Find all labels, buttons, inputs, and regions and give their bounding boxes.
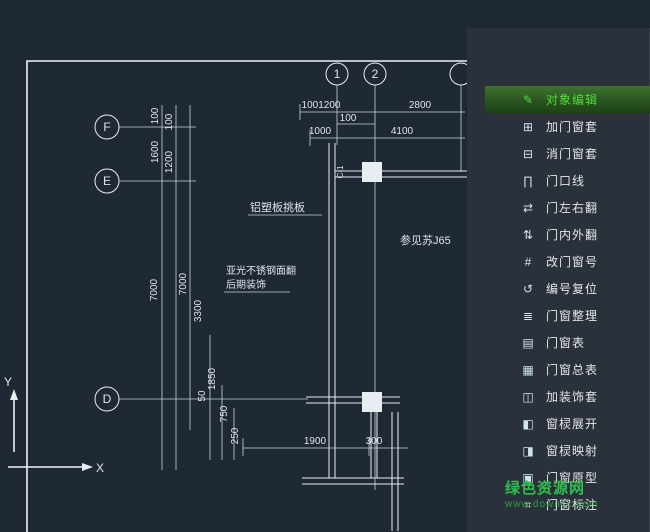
panel-item-label: 改门窗号: [546, 255, 599, 269]
dim-text: 1000: [309, 126, 332, 137]
dim-text: 2800: [409, 100, 432, 111]
dimension-texts: 1001200 2800 100 1000 4100 100 1600 100 …: [149, 100, 432, 447]
dim-text: 1001200: [302, 100, 341, 111]
ucs-x-label: X: [96, 461, 104, 475]
panel-item-table[interactable]: ▤ 门窗表: [467, 329, 650, 356]
panel-item-change-number[interactable]: # 改门窗号: [467, 248, 650, 275]
panel-item-remove-casing[interactable]: ⊟ 消门窗套: [467, 140, 650, 167]
panel-item-label: 门窗表: [546, 336, 586, 350]
axis-label-f: F: [103, 120, 110, 134]
panel-item-label: 加装饰套: [546, 390, 599, 404]
dimension-lines: [161, 104, 465, 470]
panel-item-tidy[interactable]: ≣ 门窗整理: [467, 302, 650, 329]
label-reference: 参见苏J65: [400, 233, 451, 247]
door-line-icon: ∏: [523, 173, 533, 188]
dim-text: 50: [197, 390, 208, 402]
flip-left-right-icon: ⇄: [522, 200, 534, 215]
panel-item-label: 消门窗套: [546, 147, 599, 161]
panel-item-label: 门内外翻: [546, 228, 599, 242]
panel-item-label: 窗棂展开: [546, 417, 599, 431]
ucs-y-label: Y: [4, 375, 12, 389]
axis-label-d: D: [103, 392, 112, 406]
wall-geometry: [302, 143, 467, 531]
reset-number-icon: ↺: [522, 281, 534, 296]
dim-text: 250: [230, 427, 241, 444]
panel-item-prototype[interactable]: ▣ 门窗原型: [467, 464, 650, 491]
dim-text: 3300: [193, 299, 204, 322]
dim-text: 1200: [164, 150, 175, 173]
door-window-tool-panel: ✎ 对象编辑 ⊞ 加门窗套 ⊟ 消门窗套 ∏ 门口线 ⇄ 门左右翻 ⇅ 门内外翻: [467, 28, 650, 532]
door-window-prototype-icon: ▣: [522, 470, 534, 485]
door-window-table-icon: ▤: [522, 335, 534, 350]
panel-item-flip-left-right[interactable]: ⇄ 门左右翻: [467, 194, 650, 221]
panel-item-label: 门口线: [546, 174, 586, 188]
panel-item-door-line[interactable]: ∏ 门口线: [467, 167, 650, 194]
panel-item-label: 门左右翻: [546, 201, 599, 215]
dim-text: 4100: [391, 126, 414, 137]
tidy-door-window-icon: ≣: [522, 308, 534, 323]
panel-item-label: 对象编辑: [546, 93, 599, 107]
panel-item-label: 门窗原型: [546, 471, 599, 485]
mullion-map-icon: ◨: [522, 443, 534, 458]
panel-item-label: 编号复位: [546, 282, 599, 296]
dim-text: 100: [340, 113, 357, 124]
panel-item-mullion-expand[interactable]: ◧ 窗棂展开: [467, 410, 650, 437]
axis-label-1: 1: [334, 67, 341, 81]
add-door-window-casing-icon: ⊞: [522, 119, 534, 134]
change-door-window-number-icon: #: [524, 254, 532, 269]
dim-text: 1850: [207, 367, 218, 390]
dim-text: 300: [366, 436, 383, 447]
watermark: 绿色资源网 www.downcc.com: [505, 480, 598, 511]
panel-item-mullion-map[interactable]: ◨ 窗棂映射: [467, 437, 650, 464]
watermark-site-url: www.downcc.com: [505, 498, 599, 510]
dim-text: 100: [150, 107, 161, 124]
panel-item-annotation[interactable]: ⌗ 门窗标注: [467, 491, 650, 518]
dim-text: 750: [219, 405, 230, 422]
panel-item-flip-in-out[interactable]: ⇅ 门内外翻: [467, 221, 650, 248]
door-window-total-table-icon: ▦: [522, 362, 534, 377]
label-finish-1: 亚光不锈钢面翻: [226, 264, 296, 277]
edit-object-icon: ✎: [522, 92, 534, 107]
panel-item-object-edit[interactable]: ✎ 对象编辑: [485, 86, 650, 113]
watermark-site-name: 绿色资源网: [505, 480, 586, 497]
dim-text: 1900: [304, 436, 327, 447]
annotation-labels: 铝塑板挑板 参见苏J65 亚光不锈钢面翻 后期装饰 C-1: [224, 165, 451, 293]
label-alum-panel: 铝塑板挑板: [250, 200, 305, 214]
grid-lines: [336, 85, 462, 490]
dim-text: 7000: [178, 272, 189, 295]
panel-item-label: 窗棂映射: [546, 444, 599, 458]
panel-item-reset-number[interactable]: ↺ 编号复位: [467, 275, 650, 302]
panel-item-add-casing[interactable]: ⊞ 加门窗套: [467, 113, 650, 140]
panel-item-label: 加门窗套: [546, 120, 599, 134]
label-finish-2: 后期装饰: [226, 278, 266, 291]
ucs-icon: Y X: [4, 375, 104, 475]
panel-item-label: 门窗总表: [546, 363, 599, 377]
sheet-border: [26, 60, 650, 532]
axis-bubbles: F E D 1 2: [94, 62, 473, 412]
dim-text: 7000: [149, 278, 160, 301]
add-decor-casing-icon: ◫: [522, 389, 534, 404]
label-wall-tag: C-1: [336, 165, 345, 178]
axis-label-e: E: [103, 174, 111, 188]
tool-menu: ✎ 对象编辑 ⊞ 加门窗套 ⊟ 消门窗套 ∏ 门口线 ⇄ 门左右翻 ⇅ 门内外翻: [467, 86, 650, 518]
remove-door-window-casing-icon: ⊟: [522, 146, 534, 161]
panel-item-total-table[interactable]: ▦ 门窗总表: [467, 356, 650, 383]
panel-item-label: 门窗标注: [546, 498, 599, 512]
flip-in-out-icon: ⇅: [522, 227, 534, 242]
dim-text: 1600: [150, 140, 161, 163]
door-window-annotation-icon: ⌗: [524, 497, 532, 512]
panel-item-label: 门窗整理: [546, 309, 599, 323]
panel-item-add-decor[interactable]: ◫ 加装饰套: [467, 383, 650, 410]
axis-label-2: 2: [372, 67, 379, 81]
mullion-expand-icon: ◧: [522, 416, 534, 431]
dim-text: 100: [164, 113, 175, 130]
